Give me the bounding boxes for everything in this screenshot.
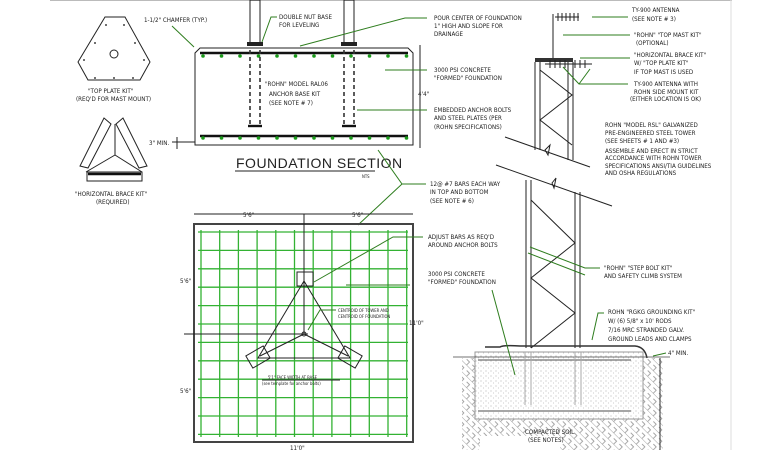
assemble-label-3: SPECIFICATIONS ANSI/TIA GUIDELINES — [605, 163, 712, 170]
top-plate-kit-label: "TOP PLATE KIT" — [88, 88, 134, 95]
embedded-label-3: (ROHN SPECIFICATIONS) — [434, 124, 502, 131]
tower-model-label: ROHN "MODEL RSL" GALVANIZED — [605, 122, 698, 129]
antenna-side-label-2: ROHN SIDE MOUNT KIT — [634, 89, 699, 96]
soil-note: (SEE NOTES) — [528, 437, 564, 444]
foundation-section: 1-1/2" CHAMFER (TYP.) DOUBLE NUT BASE FO… — [144, 0, 522, 226]
adjust-bars-label: ADJUST BARS AS REQ'D — [428, 234, 494, 241]
bars-label-2: IN TOP AND BOTTOM — [430, 189, 489, 196]
top-mast-note: (OPTIONAL) — [636, 40, 669, 47]
centroid-label-2: CENTROID OF FOUNDATION — [338, 314, 390, 319]
grounding-label-2: W/ (6) 5/8" x 10' RODS — [608, 318, 672, 325]
rebar-dot — [219, 136, 224, 140]
rebar-dot — [275, 136, 279, 140]
concrete-label: 3000 PSI CONCRETE — [434, 67, 491, 74]
bars-label-3: (SEE NOTE # 6) — [430, 198, 474, 205]
top-plate-kit-detail: "TOP PLATE KIT" (REQ'D FOR MAST MOUNT) — [76, 16, 151, 103]
face-width-note: (see template for anchor bolts) — [262, 381, 321, 386]
rebar-dot — [238, 54, 242, 58]
pour-center-label: POUR CENTER OF FOUNDATION — [434, 15, 522, 22]
double-nut-label-2: FOR LEVELING — [279, 22, 319, 29]
foundation-section-title: FOUNDATION SECTION — [236, 155, 403, 171]
centroid-label: CENTROID OF TOWER AND — [338, 308, 389, 313]
plan-dim-top-right: 5'6" — [352, 212, 364, 219]
rebar-dot — [330, 136, 335, 140]
step-bolt-label-2: AND SAFETY CLIMB SYSTEM — [604, 273, 682, 280]
rebar-dot — [201, 136, 205, 140]
adjust-bars-label-2: AROUND ANCHOR BOLTS — [428, 242, 498, 249]
rebar-dot — [238, 136, 242, 140]
rebar-dot — [293, 136, 298, 140]
plan-concrete-label: 3000 PSI CONCRETE — [428, 271, 485, 278]
plan-dim-top-left: 5'6" — [243, 212, 255, 219]
rebar-dot — [256, 54, 261, 58]
embedded-label: EMBEDDED ANCHOR BOLTS — [434, 107, 512, 114]
rebar-dot — [349, 136, 353, 140]
assemble-label-2: ACCORDANCE WITH ROHN TOWER — [605, 155, 702, 162]
antenna-side-label-3: (EITHER LOCATION IS OK) — [630, 96, 701, 103]
grounding-label-3: 7/16 MRC STRANDED GALV. — [608, 327, 684, 334]
plan-dim-right: 11'0" — [409, 320, 424, 327]
top-mast-label: "ROHN" "TOP MAST KIT" — [634, 32, 702, 39]
plan-dim-bottom: 11'0" — [290, 445, 305, 450]
assemble-label-4: AND OSHA REGULATIONS — [605, 170, 677, 177]
brace-kit-label: "HORIZONTAL BRACE KIT" — [634, 52, 707, 59]
rebar-dot — [312, 54, 316, 58]
rebar-dot — [367, 136, 372, 140]
rebar-dot — [386, 54, 390, 58]
brace-kit-label-2: W/ "TOP PLATE KIT" — [634, 60, 689, 67]
rebar-dot — [201, 54, 205, 58]
rebar-dot — [349, 54, 353, 58]
rebar-dot — [404, 136, 409, 140]
min-depth-label: 4" MIN. — [668, 350, 688, 357]
plan-dim-left-top: 5'6" — [180, 278, 192, 285]
tower-elevation: TY-900 ANTENNA (SEE NOTE # 3) "ROHN" "TO… — [453, 7, 712, 450]
plan-concrete-label-2: "FORMED" FOUNDATION — [428, 279, 496, 286]
foundation-plan: 5'6" 5'6" 5'6" 5'6" 11'0" 11'0" CENTROID… — [180, 212, 498, 450]
assemble-label: ASSEMBLE AND ERECT IN STRICT — [605, 148, 698, 155]
antenna-top-label: TY-900 ANTENNA — [631, 7, 680, 14]
grounding-label: ROHN "RGKG GROUNDING KIT" — [608, 309, 696, 316]
anchor-kit-label-2: ANCHOR BASE KIT — [269, 91, 321, 98]
top-plate-kit-note: (REQ'D FOR MAST MOUNT) — [76, 96, 151, 103]
rebar-dot — [330, 54, 335, 58]
face-width-label: 5'1" FACE WIDTH AT BASE — [268, 375, 318, 380]
embedded-label-2: AND STEEL PLATES (PER — [434, 115, 502, 122]
depth-dim: 4'4" — [418, 91, 430, 98]
rebar-dot — [386, 136, 390, 140]
chamfer-label: 1-1/2" CHAMFER (TYP.) — [144, 17, 207, 24]
anchor-kit-label: "ROHN" MODEL RAL06 — [265, 81, 328, 88]
rebar-dot — [404, 54, 409, 58]
step-bolt-label: "ROHN" "STEP BOLT KIT" — [604, 265, 673, 272]
brace-kit-label-3: IF TOP MAST IS USED — [634, 69, 693, 76]
rebar-dot — [293, 54, 298, 58]
rebar-dot — [219, 54, 224, 58]
double-nut-label: DOUBLE NUT BASE — [279, 14, 333, 21]
horizontal-brace-kit-detail: "HORIZONTAL BRACE KIT" (REQUIRED) — [75, 117, 148, 206]
antenna-top-note: (SEE NOTE # 3) — [632, 16, 676, 23]
tower-model-label-2: PRE-ENGINEERED STEEL TOWER — [605, 130, 696, 137]
horizontal-brace-kit-label: "HORIZONTAL BRACE KIT" — [75, 191, 148, 198]
horizontal-brace-kit-note: (REQUIRED) — [96, 199, 130, 206]
rebar-dot — [275, 54, 279, 58]
pour-center-label-3: DRAINAGE — [434, 31, 464, 38]
rebar-dot — [256, 136, 261, 140]
min-cover-label: 3" MIN. — [149, 140, 169, 147]
soil-label: COMPACTED SOIL — [525, 429, 575, 436]
concrete-label-2: "FORMED" FOUNDATION — [434, 75, 502, 82]
plan-dim-left-bottom: 5'6" — [180, 388, 192, 395]
antenna-side-label: TY-900 ANTENNA WITH — [633, 81, 698, 88]
rebar-dot — [367, 54, 372, 58]
bars-label: 12@ #7 BARS EACH WAY — [430, 180, 501, 188]
scale-label: NTS — [362, 174, 370, 179]
grounding-label-4: GROUND LEADS AND CLAMPS — [608, 336, 692, 343]
tower-model-label-3: (SEE SHEETS # 1 AND #3) — [605, 138, 679, 145]
anchor-kit-label-3: (SEE NOTE # 7) — [269, 100, 313, 107]
rebar-dot — [312, 136, 316, 140]
pour-center-label-2: 1" HIGH AND SLOPE FOR — [434, 23, 503, 30]
